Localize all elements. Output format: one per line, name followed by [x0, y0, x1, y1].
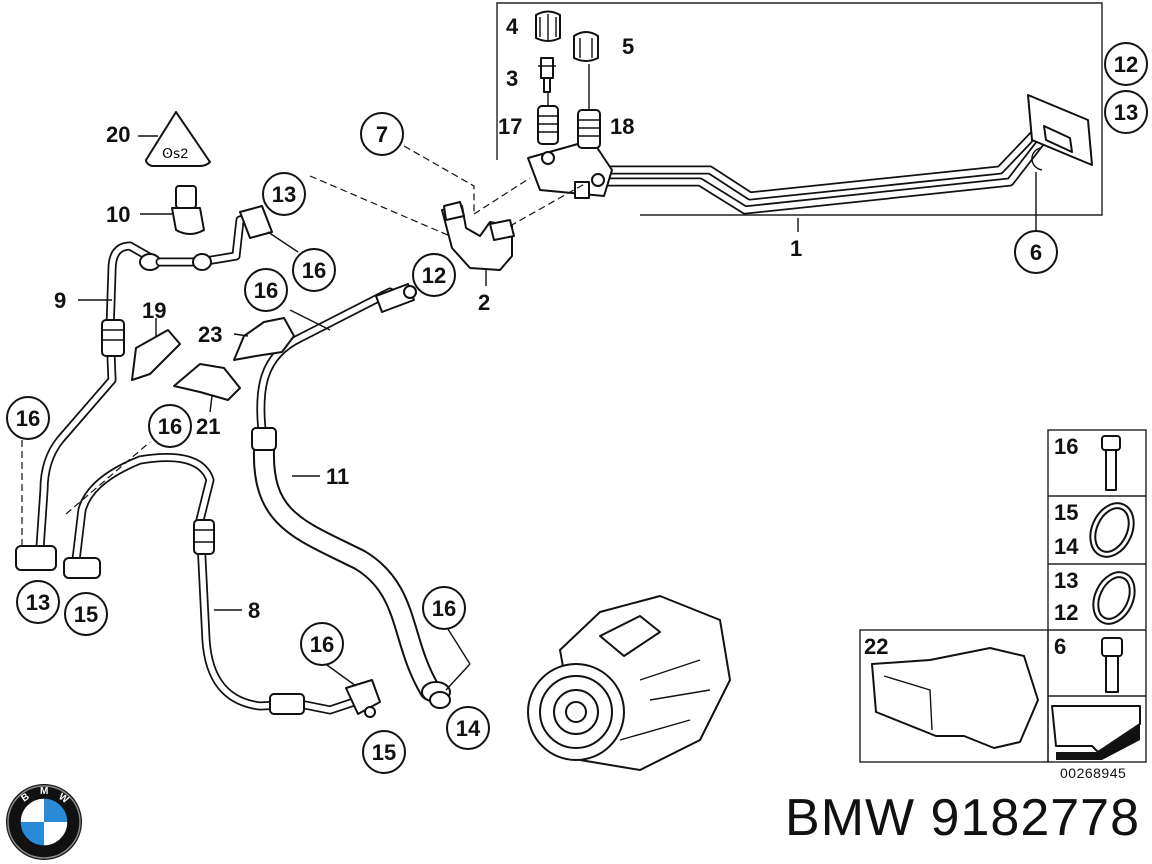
legend-13: 13 — [1054, 568, 1078, 593]
label-9: 9 — [54, 288, 66, 313]
callout-13-bottom-left: 13 — [16, 580, 60, 624]
label-8: 8 — [248, 598, 260, 623]
svg-text:12: 12 — [1114, 52, 1138, 77]
legend-16: 16 — [1054, 434, 1078, 459]
svg-text:16: 16 — [432, 596, 456, 621]
label-5: 5 — [622, 34, 634, 59]
legend-14: 14 — [1054, 534, 1079, 559]
callout-14: 14 — [446, 706, 490, 750]
svg-text:12: 12 — [422, 263, 446, 288]
svg-text:16: 16 — [310, 632, 334, 657]
callout-12-mid: 12 — [412, 253, 456, 297]
bracket-2 — [441, 201, 515, 286]
callout-16-upper: 16 — [292, 248, 336, 292]
label-3: 3 — [506, 66, 518, 91]
service-cap-5 — [573, 31, 599, 62]
svg-text:13: 13 — [272, 182, 296, 207]
bmw-logo: B M W — [6, 784, 82, 860]
ac-compressor — [527, 595, 731, 771]
callout-15-bottom: 15 — [362, 730, 406, 774]
refrigerant-line-1 — [595, 123, 1049, 215]
label-20: 20 — [106, 122, 130, 147]
pressure-switch-10 — [140, 185, 205, 235]
callout-6: 6 — [1014, 230, 1058, 274]
label-17: 17 — [498, 114, 522, 139]
label-10: 10 — [106, 202, 130, 227]
line-8 — [63, 453, 381, 718]
flange-plate — [1027, 94, 1093, 171]
label-19: 19 — [142, 298, 166, 323]
callout-16-right-lower: 16 — [422, 586, 466, 630]
clip-23 — [233, 317, 295, 361]
legend-22: 22 — [864, 634, 888, 659]
callout-15-bottom-left: 15 — [64, 592, 108, 636]
svg-text:16: 16 — [16, 406, 40, 431]
line-9 — [15, 205, 273, 571]
callout-13-top-right: 13 — [1104, 90, 1148, 134]
hose-11 — [251, 283, 451, 709]
valve-core-3 — [538, 57, 556, 93]
svg-text:14: 14 — [456, 716, 481, 741]
legend-table — [859, 429, 1147, 763]
legend-15: 15 — [1054, 500, 1078, 525]
label-21: 21 — [196, 414, 220, 439]
main-line-assembly-frame — [496, 2, 1103, 216]
label-18: 18 — [610, 114, 634, 139]
drawing-code: 00268945 — [1060, 765, 1127, 781]
label-1: 1 — [790, 236, 802, 261]
clip-19 — [131, 318, 181, 381]
callout-16-left-mid: 16 — [148, 404, 192, 448]
label-23: 23 — [198, 322, 222, 347]
label-2: 2 — [478, 290, 490, 315]
label-11: 11 — [326, 464, 349, 489]
legend-6: 6 — [1054, 634, 1066, 659]
callout-12-top-right: 12 — [1104, 42, 1148, 86]
svg-text:16: 16 — [302, 258, 326, 283]
svg-text:15: 15 — [372, 740, 396, 765]
svg-text:15: 15 — [74, 602, 98, 627]
part-number-title: BMW 9182778 — [785, 789, 1140, 847]
label-4: 4 — [506, 14, 519, 39]
warning-label-20: Ꙩꜱ2 — [138, 111, 211, 167]
service-valve-17 — [537, 105, 559, 145]
svg-text:Ꙩꜱ2: Ꙩꜱ2 — [162, 145, 188, 161]
callout-7: 7 — [360, 112, 404, 156]
svg-text:M: M — [40, 786, 48, 797]
svg-text:6: 6 — [1030, 240, 1042, 265]
svg-text:16: 16 — [158, 414, 182, 439]
callout-16-mid: 16 — [244, 268, 288, 312]
callout-16-lower: 16 — [300, 622, 344, 666]
legend-12: 12 — [1054, 600, 1078, 625]
svg-text:16: 16 — [254, 278, 278, 303]
svg-text:13: 13 — [1114, 100, 1138, 125]
callout-13-upper-mid: 13 — [262, 172, 306, 216]
service-cap-4 — [535, 10, 561, 42]
svg-text:7: 7 — [376, 122, 388, 147]
service-valve-18 — [577, 109, 601, 149]
callout-16-left: 16 — [6, 396, 50, 440]
valve-block — [527, 139, 613, 199]
clip-21 — [173, 363, 241, 413]
svg-text:13: 13 — [26, 590, 50, 615]
